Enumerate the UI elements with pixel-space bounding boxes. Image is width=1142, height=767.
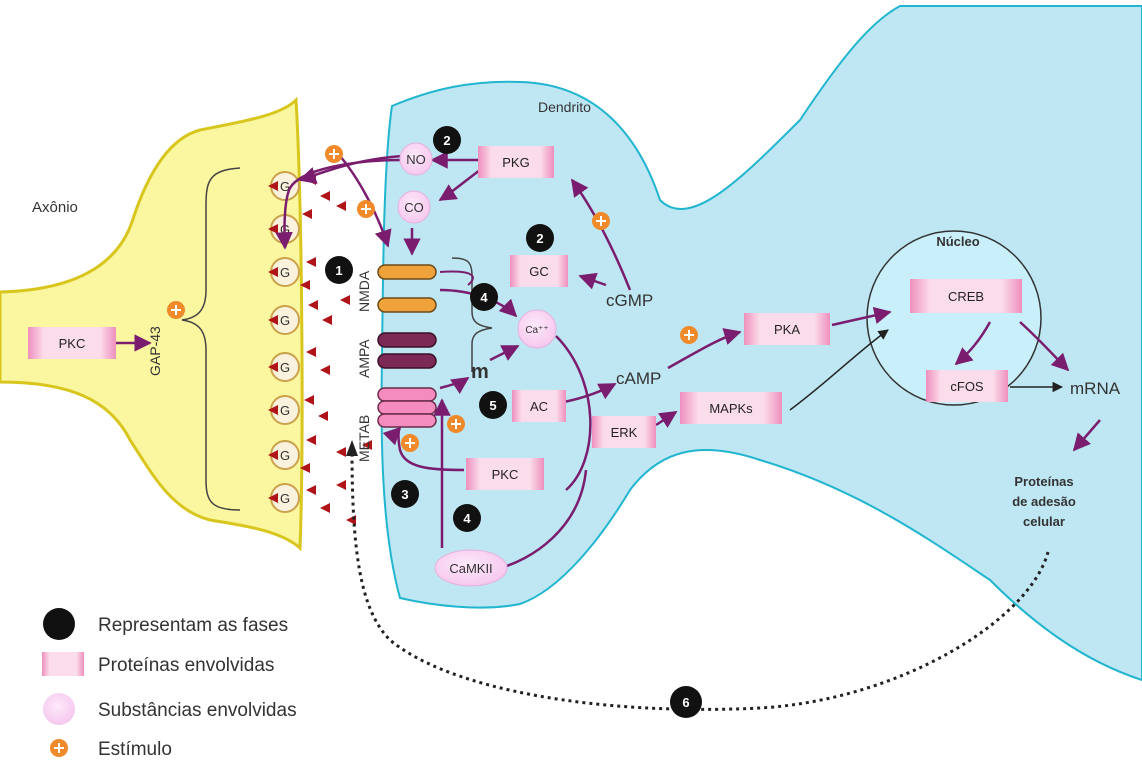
phase-marker: 2 (526, 224, 554, 252)
svg-text:PKC: PKC (59, 336, 86, 351)
svg-text:ERK: ERK (611, 425, 638, 440)
svg-text:3: 3 (401, 487, 408, 502)
protein-cfos: cFOS (926, 370, 1008, 402)
svg-text:G: G (280, 313, 290, 328)
svg-text:G: G (280, 403, 290, 418)
substance-ca: Ca⁺⁺ (517, 309, 557, 349)
stimulus-icon (357, 200, 375, 218)
glutamate-triangles (268, 175, 372, 525)
ampa-label: AMPA (356, 339, 372, 378)
svg-text:PKA: PKA (774, 322, 800, 337)
protein-ac: AC (512, 390, 566, 422)
svg-text:AC: AC (530, 399, 548, 414)
svg-text:Proteínas: Proteínas (1014, 474, 1073, 489)
ampa-receptors (377, 332, 437, 369)
svg-text:4: 4 (480, 290, 488, 305)
camp-label: cAMP (616, 369, 661, 388)
axon-label: Axônio (32, 199, 78, 216)
svg-text:1: 1 (335, 263, 342, 278)
receptor-brace (451, 257, 493, 372)
metab-receptors (377, 387, 437, 428)
phase-marker: 5 (479, 391, 507, 419)
pathway-arrows (116, 151, 1101, 570)
svg-text:CaMKII: CaMKII (449, 561, 492, 576)
nmda-receptors (377, 264, 437, 313)
phase-marker: 6 (670, 686, 702, 718)
protein-pka: PKA (744, 313, 830, 345)
substance-no: NO (399, 142, 433, 176)
phase-marker: 1 (325, 256, 353, 284)
svg-text:2: 2 (443, 133, 450, 148)
stimulus-markers (167, 145, 698, 452)
stimulus-icon (592, 212, 610, 230)
gap43-label: GAP-43 (147, 326, 163, 376)
svg-text:Estímulo: Estímulo (98, 739, 172, 760)
dendrite-label: Dendrito (538, 99, 591, 115)
cgmp-label: cGMP (606, 291, 653, 310)
stimulus-icon (680, 326, 698, 344)
adhesion-proteins-label: Proteínas de adesão celular (1012, 474, 1076, 529)
phase-marker: 3 (391, 480, 419, 508)
protein-gc: GC (510, 255, 568, 287)
svg-text:Substâncias envolvidas: Substâncias envolvidas (98, 700, 297, 721)
svg-text:GC: GC (529, 264, 549, 279)
protein-creb: CREB (910, 279, 1022, 313)
mrna-label: mRNA (1070, 379, 1121, 398)
svg-text:G: G (280, 491, 290, 506)
nucleus-label: Núcleo (936, 234, 979, 249)
svg-text:Ca⁺⁺: Ca⁺⁺ (525, 325, 548, 336)
mapks-nucleus-arrow (789, 329, 889, 411)
legend: Representam as fases Proteínas envolvida… (42, 608, 297, 760)
substance-camkii: CaMKII (434, 549, 508, 587)
vesicle: G (270, 257, 300, 287)
phase-marker: 2 (433, 126, 461, 154)
substance-co: CO (397, 190, 431, 224)
phase-marker: 4 (453, 504, 481, 532)
phase-marker: 4 (470, 283, 498, 311)
svg-text:4: 4 (463, 511, 471, 526)
phase-markers: 1 2 2 3 4 4 5 6 (325, 126, 702, 718)
svg-text:G: G (280, 179, 290, 194)
axon-brace (181, 167, 241, 511)
protein-mapks: MAPKs (680, 392, 782, 424)
vesicle-group: G G G G G G G G (270, 171, 300, 513)
nmda-label: NMDA (356, 270, 372, 312)
svg-text:G: G (280, 448, 290, 463)
svg-text:cFOS: cFOS (950, 379, 984, 394)
legend-item-substances: Substâncias envolvidas (43, 693, 297, 725)
svg-text:Representam as fases: Representam as fases (98, 615, 288, 636)
svg-text:Proteínas envolvidas: Proteínas envolvidas (98, 655, 274, 676)
m-symbol: m (471, 361, 489, 383)
svg-text:MAPKs: MAPKs (709, 401, 753, 416)
protein-erk: ERK (592, 416, 656, 448)
legend-item-phases: Representam as fases (43, 608, 288, 640)
svg-text:5: 5 (489, 398, 496, 413)
svg-text:CREB: CREB (948, 289, 984, 304)
stimulus-icon (325, 145, 343, 163)
legend-item-stimulus: Estímulo (50, 739, 172, 760)
stimulus-icon (167, 301, 185, 319)
metab-label: METAB (356, 415, 372, 462)
protein-pkc-dendrite: PKC (466, 458, 544, 490)
axon-shape (0, 96, 304, 552)
svg-text:NO: NO (406, 152, 426, 167)
vesicle: G (270, 395, 300, 425)
svg-text:2: 2 (536, 231, 543, 246)
svg-text:PKG: PKG (502, 155, 529, 170)
stimulus-icon (401, 434, 419, 452)
stimulus-icon (50, 739, 68, 757)
svg-text:6: 6 (682, 695, 689, 710)
svg-text:PKC: PKC (492, 467, 519, 482)
svg-text:CO: CO (404, 200, 424, 215)
svg-text:G: G (280, 265, 290, 280)
protein-pkg: PKG (478, 146, 554, 178)
svg-text:G: G (280, 360, 290, 375)
svg-text:de adesão: de adesão (1012, 494, 1076, 509)
svg-text:celular: celular (1023, 514, 1065, 529)
retrograde-arrowhead (346, 440, 358, 456)
legend-item-proteins: Proteínas envolvidas (42, 652, 274, 676)
stimulus-icon (447, 415, 465, 433)
protein-pkc-axon: PKC (28, 327, 116, 359)
